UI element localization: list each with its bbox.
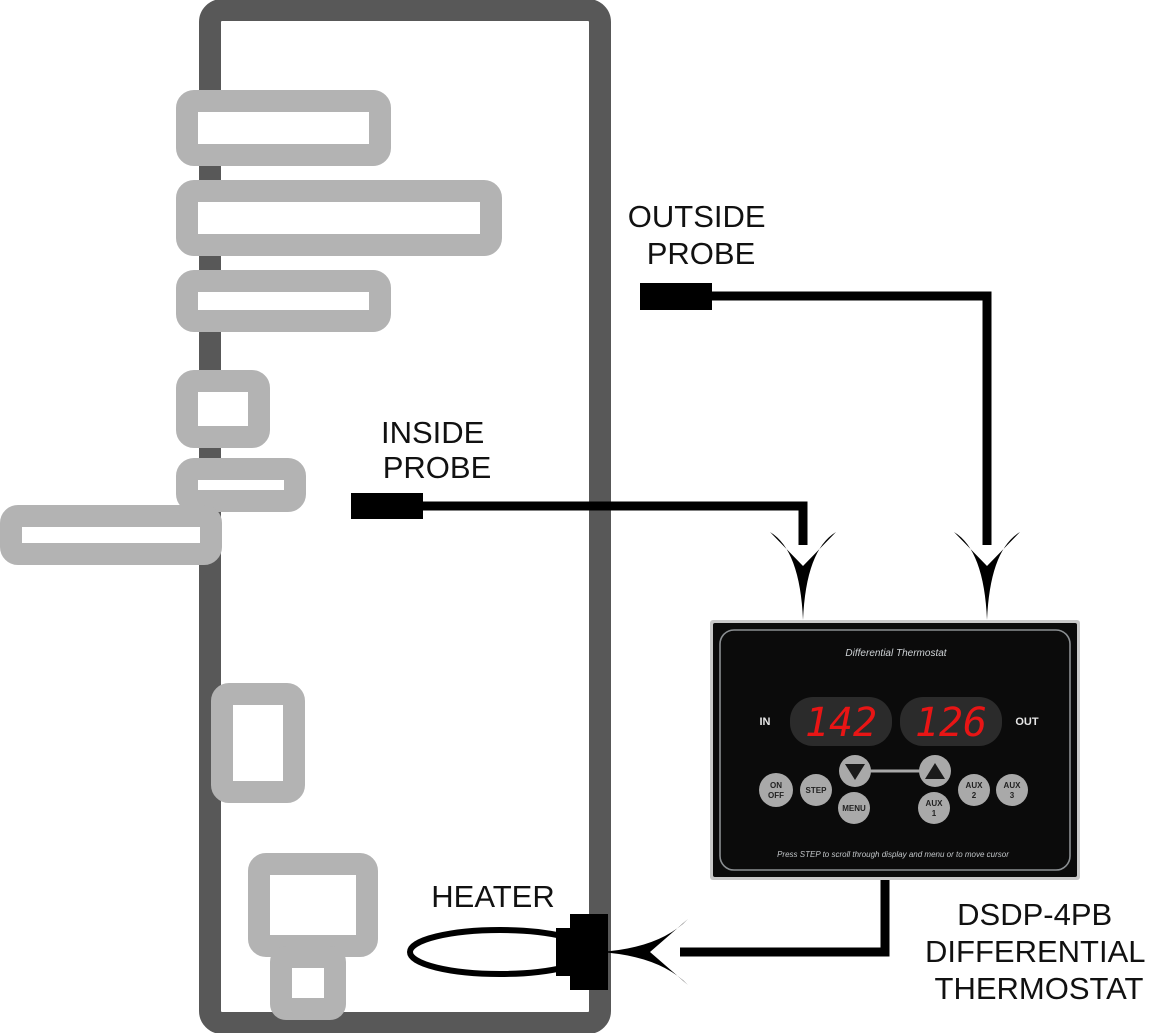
on-off-button[interactable]: ON OFF: [759, 773, 793, 807]
aux2-button[interactable]: AUX 2: [958, 774, 990, 806]
aux1-button[interactable]: AUX 1: [918, 792, 950, 824]
pipe-block-4: [176, 370, 270, 448]
menu-button[interactable]: MENU: [838, 792, 870, 824]
step-button[interactable]: STEP: [800, 774, 832, 806]
in-label: IN: [760, 716, 771, 728]
outside-probe-wire: [712, 291, 992, 545]
aux3-button[interactable]: AUX 3: [996, 774, 1028, 806]
svg-text:MENU: MENU: [842, 804, 866, 813]
triangle-down-icon: [845, 764, 865, 780]
pipe-block-6: [0, 505, 222, 565]
panel-title: Differential Thermostat: [845, 648, 947, 659]
triangle-up-icon: [925, 763, 945, 779]
in-display: [790, 697, 892, 746]
outside-probe-icon: [640, 283, 712, 310]
svg-text:OFF: OFF: [768, 791, 784, 800]
down-button[interactable]: [839, 755, 871, 787]
heater-icon: [407, 914, 608, 990]
pipe-block-1: [176, 90, 391, 166]
heater-label: HEATER: [431, 879, 554, 914]
thermostat-panel: Differential Thermostat IN OUT 142 126 O…: [710, 620, 1080, 880]
inside-probe-label: INSIDE PROBE: [381, 415, 493, 485]
out-label: OUT: [1015, 716, 1039, 728]
inside-probe-icon: [351, 493, 423, 519]
heater-wire: [680, 878, 890, 957]
svg-text:STEP: STEP: [806, 786, 828, 795]
out-display: [900, 697, 1002, 746]
svg-text:AUX: AUX: [966, 781, 984, 790]
in-reading: 142: [805, 700, 877, 746]
panel-inner-border: [719, 629, 1071, 871]
up-button[interactable]: [919, 755, 951, 787]
panel-footer: Press STEP to scroll through display and…: [777, 850, 1009, 859]
svg-text:AUX: AUX: [1004, 781, 1022, 790]
out-reading: 126: [915, 700, 987, 746]
pipe-block-5: [176, 458, 306, 512]
heater-arrow-icon: [600, 919, 688, 985]
svg-text:1: 1: [932, 809, 937, 818]
inside-arrow-icon: [770, 532, 836, 620]
pipe-block-2: [176, 180, 502, 256]
svg-text:3: 3: [1010, 791, 1015, 800]
outside-probe-label: OUTSIDE PROBE: [628, 199, 774, 271]
pipe-block-9: [270, 946, 346, 1020]
pipe-block-7: [211, 683, 305, 803]
inside-probe-wire: [423, 501, 808, 545]
pipe-block-8: [248, 853, 378, 957]
svg-text:AUX: AUX: [926, 799, 944, 808]
pipe-fittings: [0, 90, 502, 1020]
svg-text:ON: ON: [770, 781, 782, 790]
svg-text:2: 2: [972, 791, 977, 800]
thermostat-label: DSDP-4PB DIFFERENTIAL THERMOSTAT: [925, 897, 1153, 1006]
wires: [423, 291, 992, 957]
outside-arrow-icon: [954, 532, 1020, 620]
pipe-block-3: [176, 270, 391, 332]
